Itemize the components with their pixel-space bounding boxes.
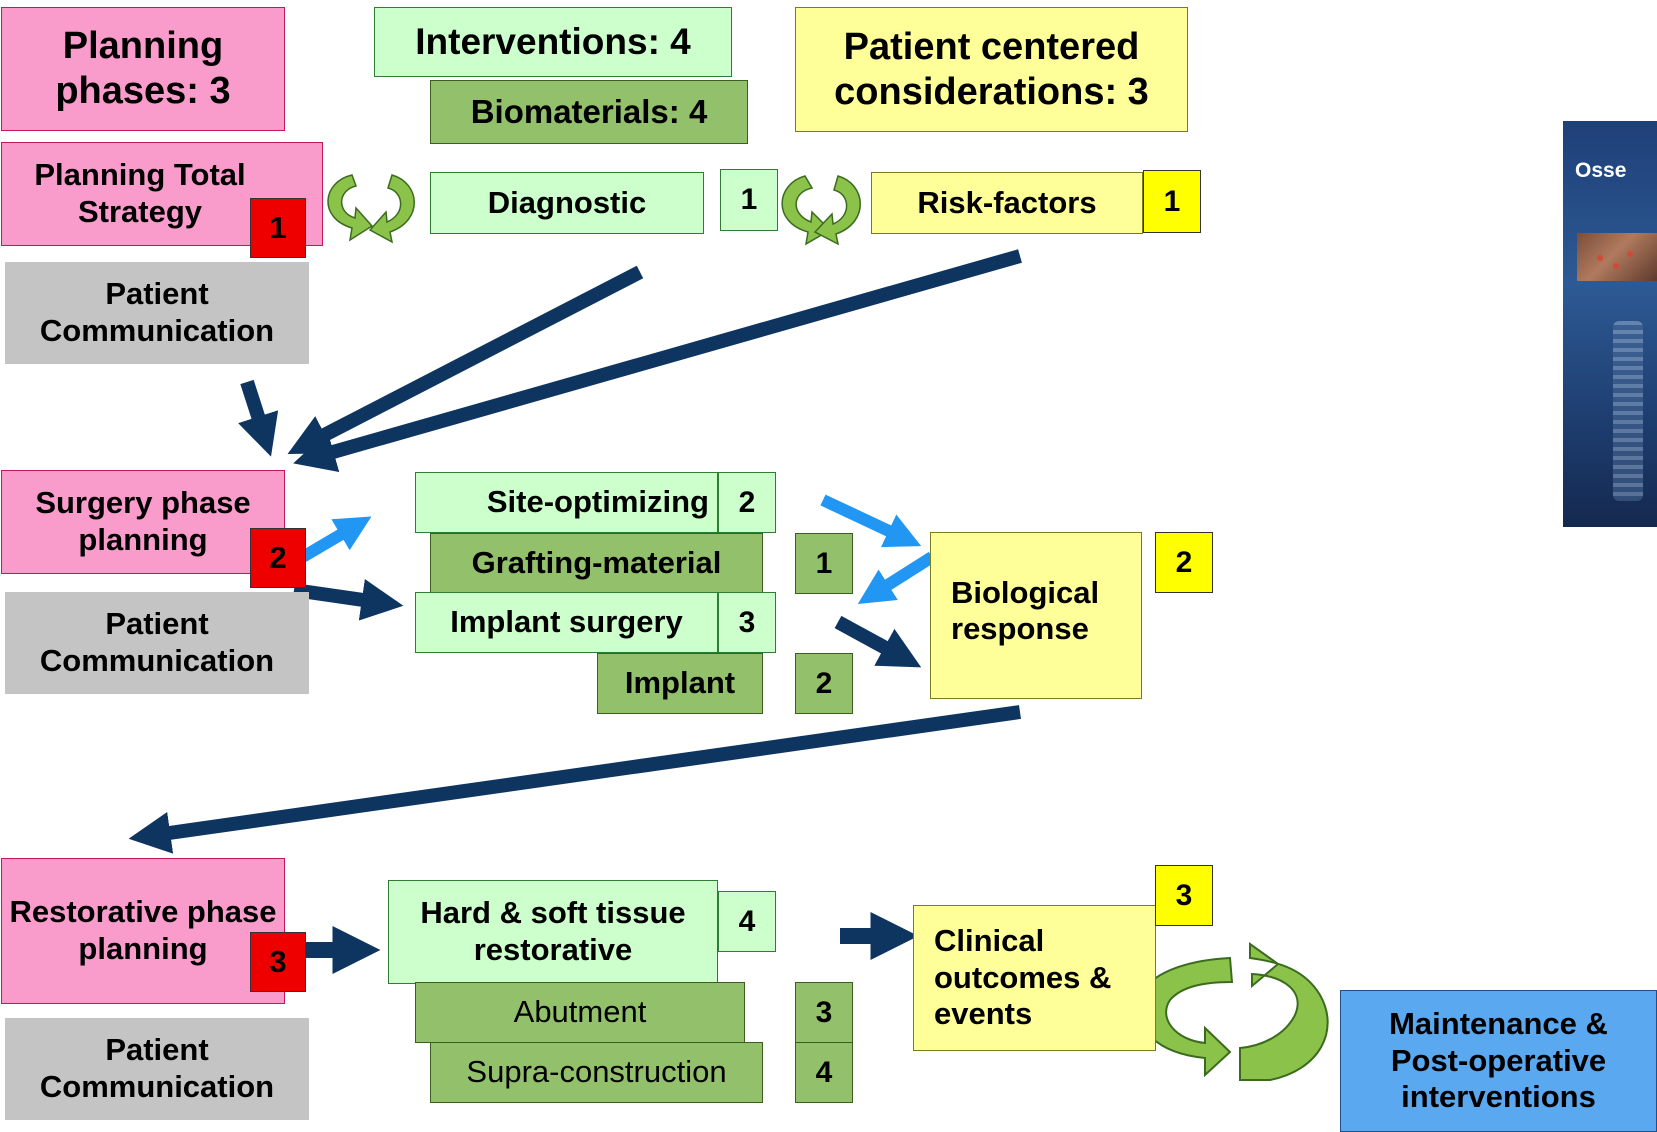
cycle-arrows-icon: [1136, 942, 1329, 1081]
navy-arrow-icon: [128, 705, 1021, 854]
book-title: Osse: [1575, 159, 1627, 182]
planning-phases-header: Planning phases: 3: [1, 7, 285, 131]
implant-box: Implant: [597, 653, 763, 714]
navy-arrow-icon: [287, 265, 644, 454]
risk-factors-box: Risk-factors: [871, 172, 1143, 234]
implant-number: 2: [795, 653, 853, 714]
supra-construction-box: Supra-construction: [430, 1042, 763, 1103]
surgery-phase-planning-box: Surgery phase planning: [1, 470, 285, 574]
maintenance-box: Maintenance & Post-operative interventio…: [1340, 990, 1657, 1132]
diagnostic-box: Diagnostic: [430, 172, 704, 234]
biological-response-box: Biological response: [930, 532, 1142, 699]
risk-factors-number: 1: [1143, 170, 1201, 233]
interventions-header: Interventions: 4: [374, 7, 732, 77]
site-optimizing-number: 2: [718, 472, 776, 533]
planning-total-strategy-box: Planning Total Strategy: [1, 142, 323, 246]
light-blue-arrow-icon: [857, 551, 936, 604]
implant-surgery-box: Implant surgery: [415, 592, 718, 653]
cycle-arrows-icon: [781, 175, 861, 246]
patient-communication-1: Patient Communication: [5, 262, 309, 364]
phase-badge-2: 2: [250, 528, 306, 588]
phase-badge-3: 3: [250, 932, 306, 992]
navy-arrow-icon: [293, 249, 1022, 473]
biomaterials-header: Biomaterials: 4: [430, 80, 748, 144]
phase-badge-1: 1: [250, 198, 306, 258]
site-optimizing-box: Site-optimizing: [415, 472, 718, 533]
restorative-phase-planning-box: Restorative phase planning: [1, 858, 285, 1004]
supra-construction-number: 4: [795, 1042, 853, 1103]
navy-arrow-icon: [834, 615, 922, 668]
implant-surgery-number: 3: [718, 592, 776, 653]
patient-centered-header: Patient centered considerations: 3: [795, 7, 1188, 132]
clinical-outcomes-box: Clinical outcomes & events: [913, 905, 1156, 1051]
book-cover-icon: Osse: [1563, 121, 1657, 527]
hard-soft-tissue-number: 4: [718, 891, 776, 952]
abutment-number: 3: [795, 982, 853, 1043]
hard-soft-tissue-box: Hard & soft tissue restorative: [388, 880, 718, 984]
navy-arrow-icon: [292, 579, 404, 621]
light-blue-arrow-icon: [820, 494, 922, 548]
book-implant-image: [1613, 321, 1643, 501]
clinical-outcomes-number: 3: [1155, 865, 1213, 926]
patient-communication-3: Patient Communication: [5, 1018, 309, 1120]
book-photo: [1577, 233, 1657, 281]
abutment-box: Abutment: [415, 982, 745, 1043]
biological-response-number: 2: [1155, 532, 1213, 593]
grafting-material-number: 1: [795, 533, 853, 594]
diagnostic-number: 1: [720, 169, 778, 231]
grafting-material-box: Grafting-material: [430, 533, 763, 594]
patient-communication-2: Patient Communication: [5, 592, 309, 694]
cycle-arrows-icon: [327, 174, 415, 244]
light-blue-arrow-icon: [297, 516, 372, 564]
navy-arrow-icon: [238, 379, 279, 457]
